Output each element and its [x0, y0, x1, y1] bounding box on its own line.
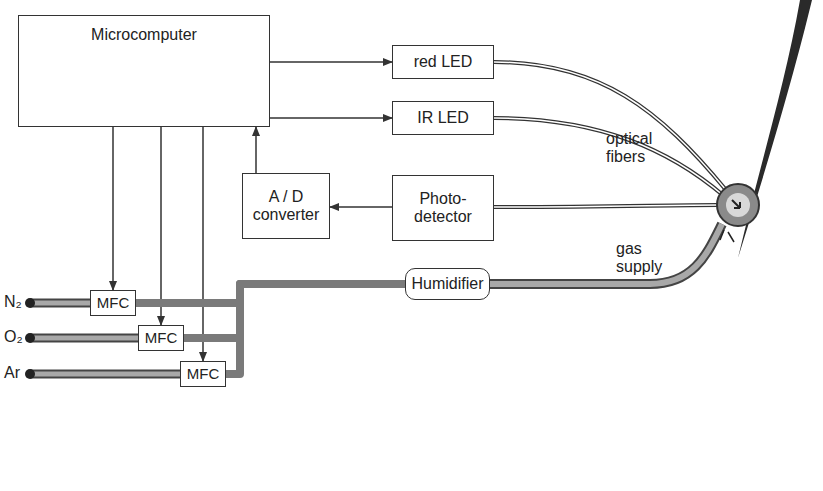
led-box: IR LED [392, 101, 494, 135]
flow-controller-box: MFC [90, 290, 136, 316]
computer-box: Microcomputer [18, 15, 270, 127]
flow-controller-box: MFC [138, 325, 184, 351]
box-label: A / D converter [247, 188, 325, 225]
gas-pipe [184, 284, 405, 338]
box-label: Microcomputer [91, 26, 197, 44]
gas-label: O₂ [4, 328, 23, 346]
gas-label: Ar [4, 364, 20, 382]
annotation-label: gas supply [616, 240, 668, 277]
signal-arrow [330, 206, 392, 208]
optical-fibers [494, 62, 726, 207]
supply-pipe-core [487, 224, 722, 284]
fiber-core [494, 118, 724, 196]
fiber-core [494, 205, 718, 207]
gas-pipe [226, 284, 405, 374]
flow-controller-box: MFC [180, 361, 226, 387]
signal-arrow [202, 127, 204, 361]
box-label: Photo-detector [397, 190, 489, 227]
chamber-window [726, 193, 750, 217]
fiber [494, 205, 718, 207]
pipe-end [25, 298, 35, 308]
pipe-end [25, 333, 35, 343]
gas-arrows [720, 230, 734, 242]
box-label: MFC [145, 329, 178, 346]
box-label: red LED [414, 53, 473, 71]
gas-label: N₂ [4, 293, 22, 311]
signal-arrow [270, 61, 392, 63]
converter-box: A / D converter [242, 173, 330, 239]
supply-pipe-outline [487, 224, 722, 284]
pipe-end [25, 369, 35, 379]
signal-arrow [270, 117, 392, 119]
signal-arrow [112, 127, 114, 290]
leaf-chamber [717, 184, 759, 226]
box-label: MFC [187, 365, 220, 382]
signal-arrow [160, 127, 162, 325]
fiber [494, 118, 724, 196]
humidifier-box: Humidifier [405, 268, 490, 300]
box-label: MFC [97, 294, 130, 311]
led-box: red LED [392, 45, 494, 79]
detector-box: Photo-detector [392, 175, 494, 241]
light-arrow [732, 200, 740, 208]
box-label: IR LED [417, 109, 469, 127]
box-label: Humidifier [411, 275, 483, 293]
annotation-label: optical fibers [606, 130, 672, 167]
signal-arrow [255, 127, 257, 173]
